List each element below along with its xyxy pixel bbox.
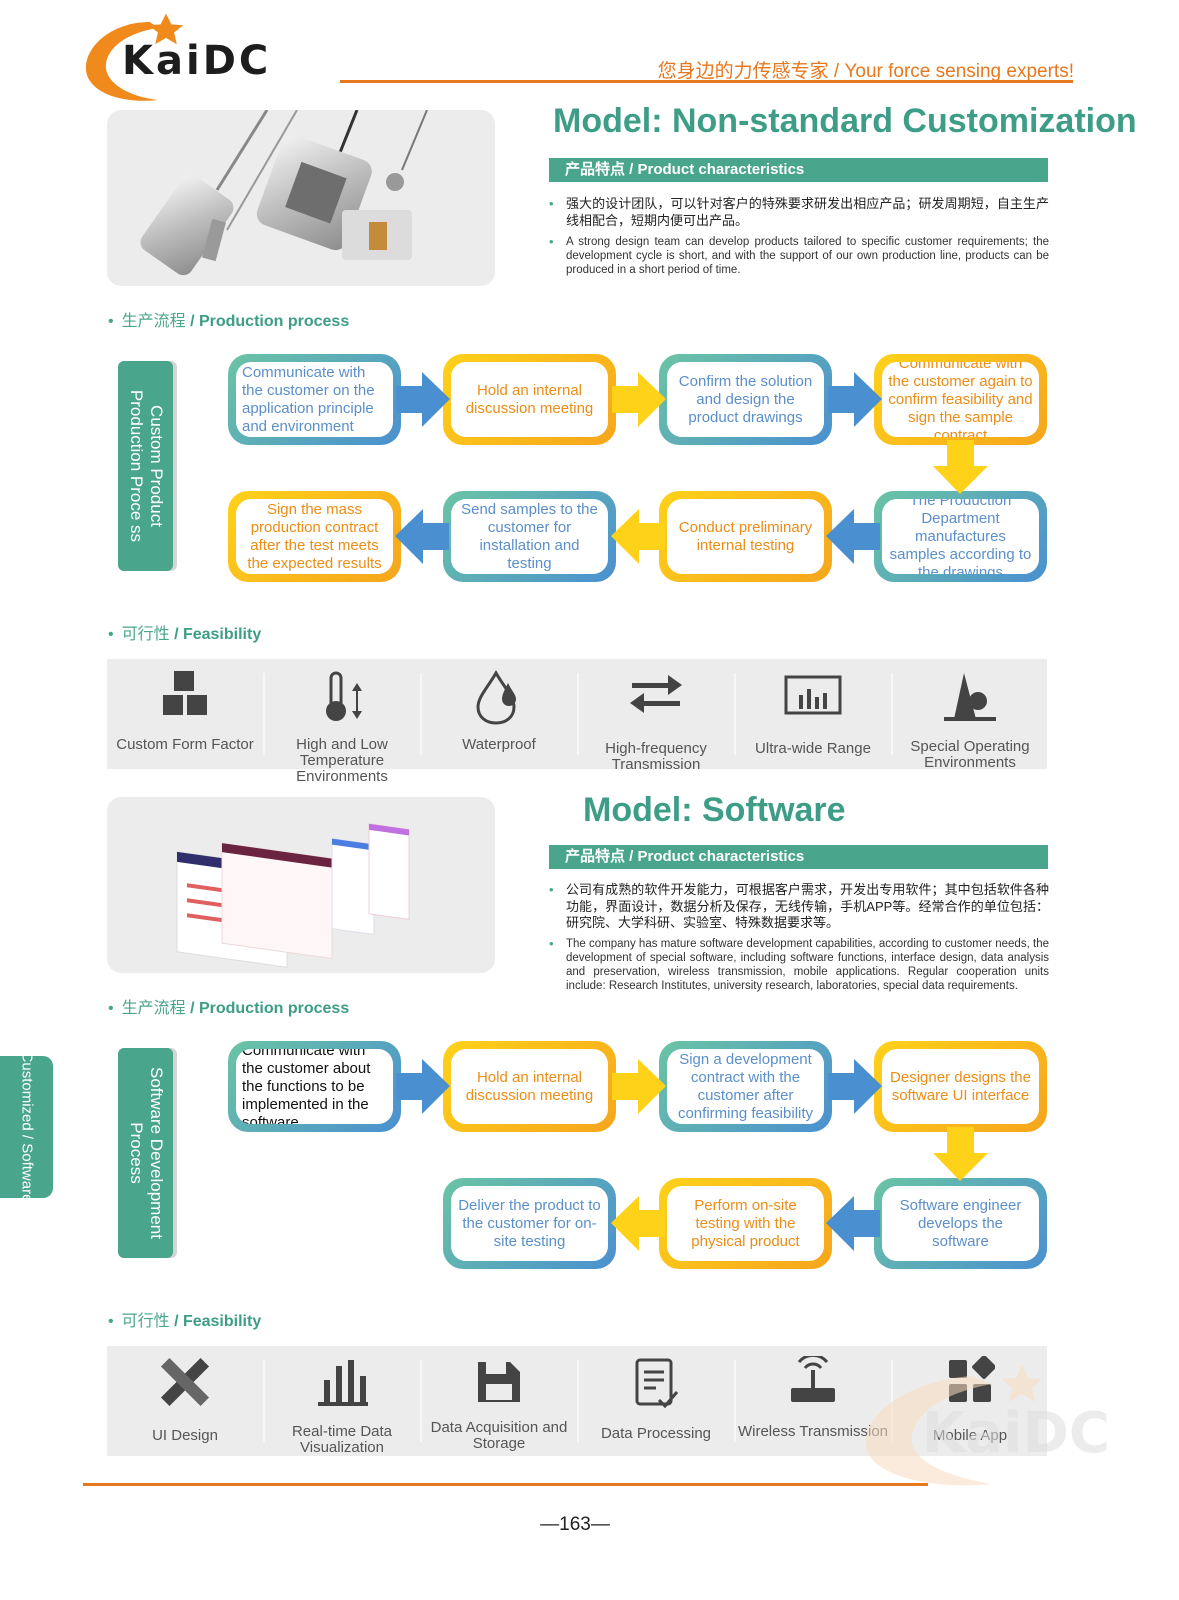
bar-chart-icon [318,1360,368,1406]
feasibility-item: Mobile App [892,1346,1048,1456]
characteristic-cn: •公司有成熟的软件开发能力，可根据客户需求，开发出专用软件；其中包括软件各种功能… [549,882,1049,930]
feasibility-item: Wireless Transmission [735,1346,891,1456]
feasibility-divider [577,673,579,755]
product-characteristics-bar: 产品特点 / Product characteristics [549,158,1048,182]
special-environment-icon [944,673,996,721]
flow-arrow-right-icon [612,1059,666,1114]
feasibility-item: Special Operating Environments [892,659,1048,771]
software-flow-step-2: Hold an internal discussion meeting [443,1041,616,1132]
custom-process-vertical-label: Custom Product Production Proce ss [118,361,173,571]
production-process-heading: •生产流程 / Production process [108,313,350,330]
flow-step-8: Sign the mass production contract after … [228,491,401,582]
feasibility-divider [891,673,893,755]
flow-arrow-down-icon [933,440,988,494]
feasibility-divider [263,673,265,755]
feasibility-panel-customization: Custom Form Factor High and Low Temperat… [107,659,1048,785]
model-title-software: Model: Software [583,791,846,829]
flow-step-7: Send samples to the customer for install… [443,491,616,582]
flow-arrow-right-icon [396,372,450,427]
feasibility-divider [420,1360,422,1442]
characteristic-en: •The company has mature software develop… [549,936,1049,993]
thermometer-icon [326,671,362,721]
feasibility-item: Ultra-wide Range [735,659,891,769]
software-flow-step-6: Perform on-site testing with the physica… [659,1178,832,1269]
flow-step-1: Communicate with the customer on the app… [228,354,401,445]
feasibility-divider [891,1360,893,1442]
feasibility-item: High and Low Temperature Environments [264,659,420,785]
sensor-products-photo [107,110,495,286]
bar-label-en: / Product characteristics [625,161,805,178]
software-flow-step-1: Communicate with the customer about the … [228,1041,401,1132]
feasibility-item: Real-time Data Visualization [264,1346,420,1456]
footer-rule [83,1483,928,1486]
kaidc-logo-swoosh [85,13,184,101]
bar-label-cn: 产品特点 [565,848,626,865]
flow-arrow-left-icon [611,1196,665,1251]
bar-label-cn: 产品特点 [565,161,626,178]
app-grid-icon [949,1356,995,1402]
characteristic-cn: •强大的设计团队，可以针对客户的特殊要求研发出相应产品；研发周期短，自主生产线相… [549,196,1049,228]
characteristic-en: •A strong design team can develop produc… [549,234,1049,277]
kaidc-watermark-logo: KaiDC [865,1364,1110,1486]
software-flow-step-7: Deliver the product to the customer for … [443,1178,616,1269]
flow-step-2: Hold an internal discussion meeting [443,354,616,445]
feasibility-item: Data Acquisition and Storage [421,1346,577,1456]
feasibility-divider [734,673,736,755]
model-title-customization: Model: Non-standard Customization [553,102,1137,140]
software-flow-step-5: Software engineer develops the software [874,1178,1047,1269]
feasibility-heading: •可行性 / Feasibility [108,1313,262,1330]
feasibility-divider [734,1360,736,1442]
production-process-heading: •生产流程 / Production process [108,1000,350,1017]
flow-step-3: Confirm the solution and design the prod… [659,354,832,445]
product-characteristics-bar: 产品特点 / Product characteristics [549,845,1048,869]
feasibility-item: High-frequency Transmission [578,659,734,773]
feasibility-divider [577,1360,579,1442]
feasibility-divider [420,673,422,755]
feasibility-item: Custom Form Factor [107,659,263,769]
software-ui-illustration [176,823,410,968]
kaidc-logo: KaiDC [122,38,272,84]
software-flow-step-4: Designer designs the software UI interfa… [874,1041,1047,1132]
feasibility-divider [263,1360,265,1442]
side-tab-customized-software: Customized / Software [0,1052,53,1202]
bar-label-en: / Product characteristics [625,848,805,865]
header-rule [340,80,1073,83]
router-icon [791,1356,835,1402]
flow-arrow-right-icon [396,1059,450,1114]
document-check-icon [635,1358,679,1409]
feasibility-item: UI Design [107,1346,263,1456]
software-flow-step-3: Sign a development contract with the cus… [659,1041,832,1132]
design-tools-icon [160,1357,210,1407]
save-disk-icon [478,1362,520,1402]
page-number: —163— [540,1514,610,1535]
flow-arrow-left-icon [611,509,665,564]
load-cell-illustration [140,110,428,276]
flow-step-4: Communicate with the customer again to c… [874,354,1047,445]
feasibility-heading: •可行性 / Feasibility [108,626,262,643]
flow-arrow-left-icon [826,1196,880,1251]
blocks-icon [163,671,207,715]
tagline: 您身边的力传感专家 / Your force sensing experts! [657,61,1074,82]
flow-step-5: The Production Department manufactures s… [874,491,1047,582]
flow-arrow-left-icon [826,509,880,564]
feasibility-item: Waterproof [421,659,577,769]
feasibility-item: Data Processing [578,1346,734,1456]
software-screens-photo [107,797,495,973]
watermark-brand-text: KaiDC [922,1401,1110,1466]
flow-arrow-right-icon [612,372,666,427]
software-process-vertical-label: Software Development Process [118,1048,173,1258]
exchange-arrows-icon [630,675,682,713]
flow-arrow-right-icon [828,1059,882,1114]
flow-arrow-left-icon [395,509,449,564]
flow-arrow-down-icon [933,1127,988,1181]
waterdrop-icon [476,669,516,725]
feasibility-panel-software: UI Design Real-time Data Visualization D… [107,1346,1047,1456]
flow-step-6: Conduct preliminary internal testing [659,491,832,582]
flow-arrow-right-icon [828,372,882,427]
bar-chart-icon [784,675,842,715]
